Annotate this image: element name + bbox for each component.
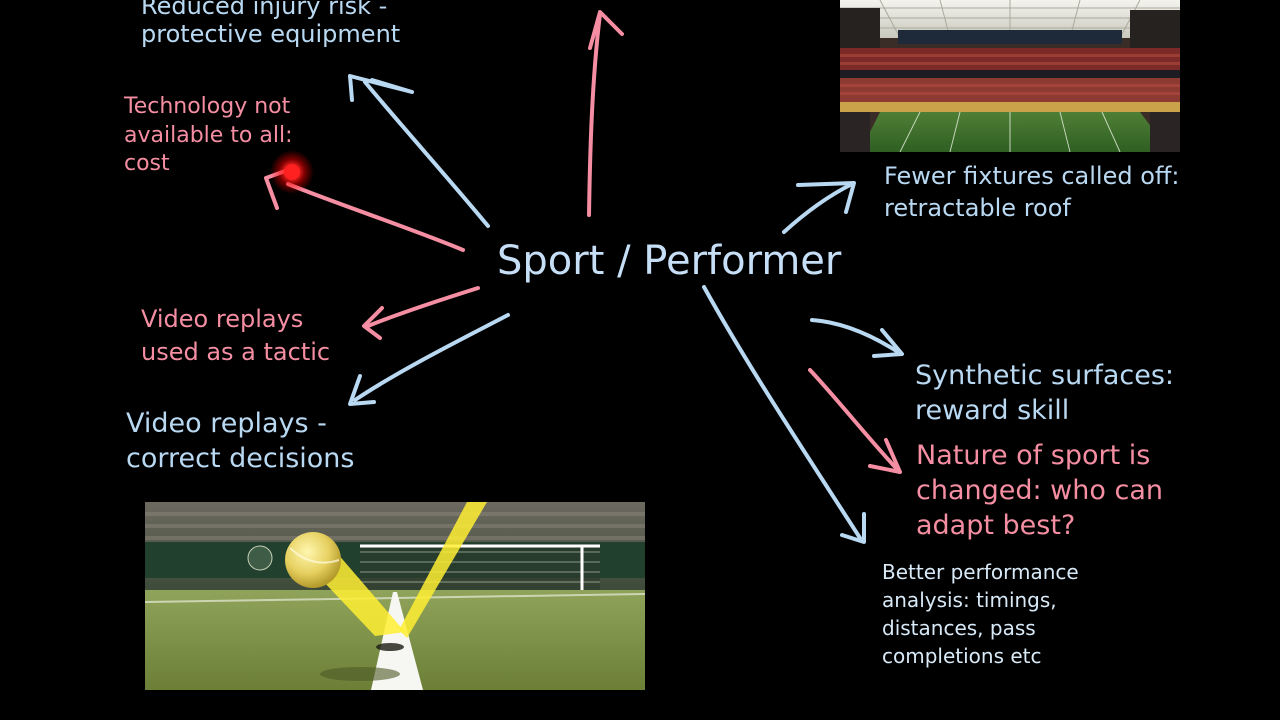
arrow-to-replays-correct [348,313,510,406]
arrow-to-analysis [702,285,866,544]
arrow-to-fixtures [782,181,856,234]
hawk-eye-image [145,502,645,690]
node-cost: Technology not available to all: cost [124,93,293,179]
node-line: analysis: timings, [882,588,1057,612]
node-synthetic: Synthetic surfaces: reward skill [915,358,1174,428]
arrow-to-nature [808,368,902,474]
node-line: Fewer fixtures called off: [884,162,1180,190]
center-node-label: Sport / Performer [497,238,842,284]
arrow-to-replays-tactic [362,286,480,340]
node-line: completions etc [882,644,1042,668]
node-line: Better performance [882,560,1079,584]
node-line: adapt best? [916,510,1076,542]
node-line: changed: who can [916,475,1163,507]
stadium-illustration [840,0,1180,152]
node-line: cost [124,151,170,177]
arrow-to-injury-risk [348,74,490,228]
node-replays-tactic: Video replays used as a tactic [141,303,330,369]
node-line: used as a tactic [141,338,331,367]
arrow-to-synthetic [810,318,904,358]
node-line: Video replays [141,305,304,333]
node-line: protective equipment [141,20,401,49]
node-line: Nature of sport is [916,440,1151,471]
node-fixtures: Fewer fixtures called off: retractable r… [884,160,1180,225]
node-analysis: Better performance analysis: timings, di… [882,558,1079,670]
node-line: Synthetic surfaces: [915,360,1175,391]
node-injury-risk: Reduced injury risk - protective equipme… [141,0,400,49]
node-replays-correct: Video replays - correct decisions [126,406,355,476]
node-line: retractable roof [884,194,1071,223]
node-line: correct decisions [126,443,355,475]
stadium-photo [840,0,1180,152]
arrow-up-pink [587,10,624,217]
node-nature: Nature of sport is changed: who can adap… [916,438,1163,543]
node-line: reward skill [915,395,1070,427]
node-line: Reduced injury risk - [141,0,388,20]
node-line: available to all: [124,122,293,148]
node-line: Video replays - [126,408,327,439]
node-line: Technology not [124,94,291,119]
hawk-eye-illustration [145,502,645,690]
node-line: distances, pass [882,616,1036,640]
